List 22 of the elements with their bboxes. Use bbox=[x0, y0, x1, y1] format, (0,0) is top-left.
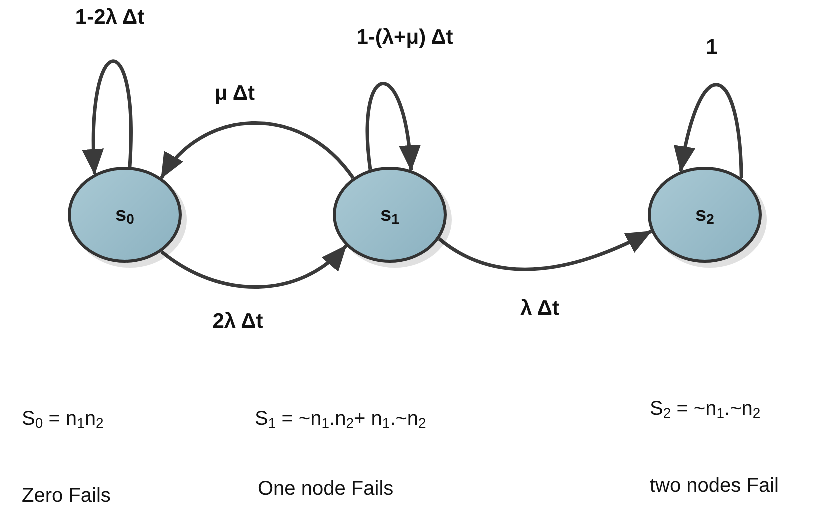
edge-label: 1-(λ+μ) Δt bbox=[356, 26, 454, 50]
arrow bbox=[160, 122, 355, 180]
edge-label: λ Δt bbox=[520, 297, 560, 321]
arrow bbox=[674, 83, 744, 178]
state-description: One node Fails bbox=[258, 478, 394, 501]
state-label: s$_{2}$ bbox=[696, 204, 714, 226]
edge-label: 1 bbox=[706, 36, 718, 60]
edge-label: 2λ Δt bbox=[212, 310, 264, 334]
edge-label: μ Δt bbox=[215, 82, 255, 106]
arrow bbox=[366, 82, 420, 172]
arrow bbox=[160, 244, 348, 289]
arrow bbox=[82, 60, 133, 176]
edge-label: 1-2λ Δt bbox=[75, 6, 145, 30]
state-description: Zero Fails bbox=[22, 485, 111, 508]
state-formula: S$_{0}$ = n$_{1}$n$_{2}$ bbox=[22, 408, 104, 431]
arrow bbox=[438, 230, 652, 272]
state-formula: S$_{2}$ = ~n$_{1}$.~n$_{2}$ bbox=[650, 398, 761, 421]
state-label: s$_{1}$ bbox=[380, 204, 400, 226]
state-description: two nodes Fail bbox=[650, 475, 779, 498]
state-label: s$_{0}$ bbox=[116, 204, 134, 226]
state-formula: S$_{1}$ = ~n$_{1}$.n$_{2}$+ n$_{1}$.~n$_{2}$ bbox=[255, 408, 426, 431]
state-ellipse bbox=[68, 167, 182, 263]
